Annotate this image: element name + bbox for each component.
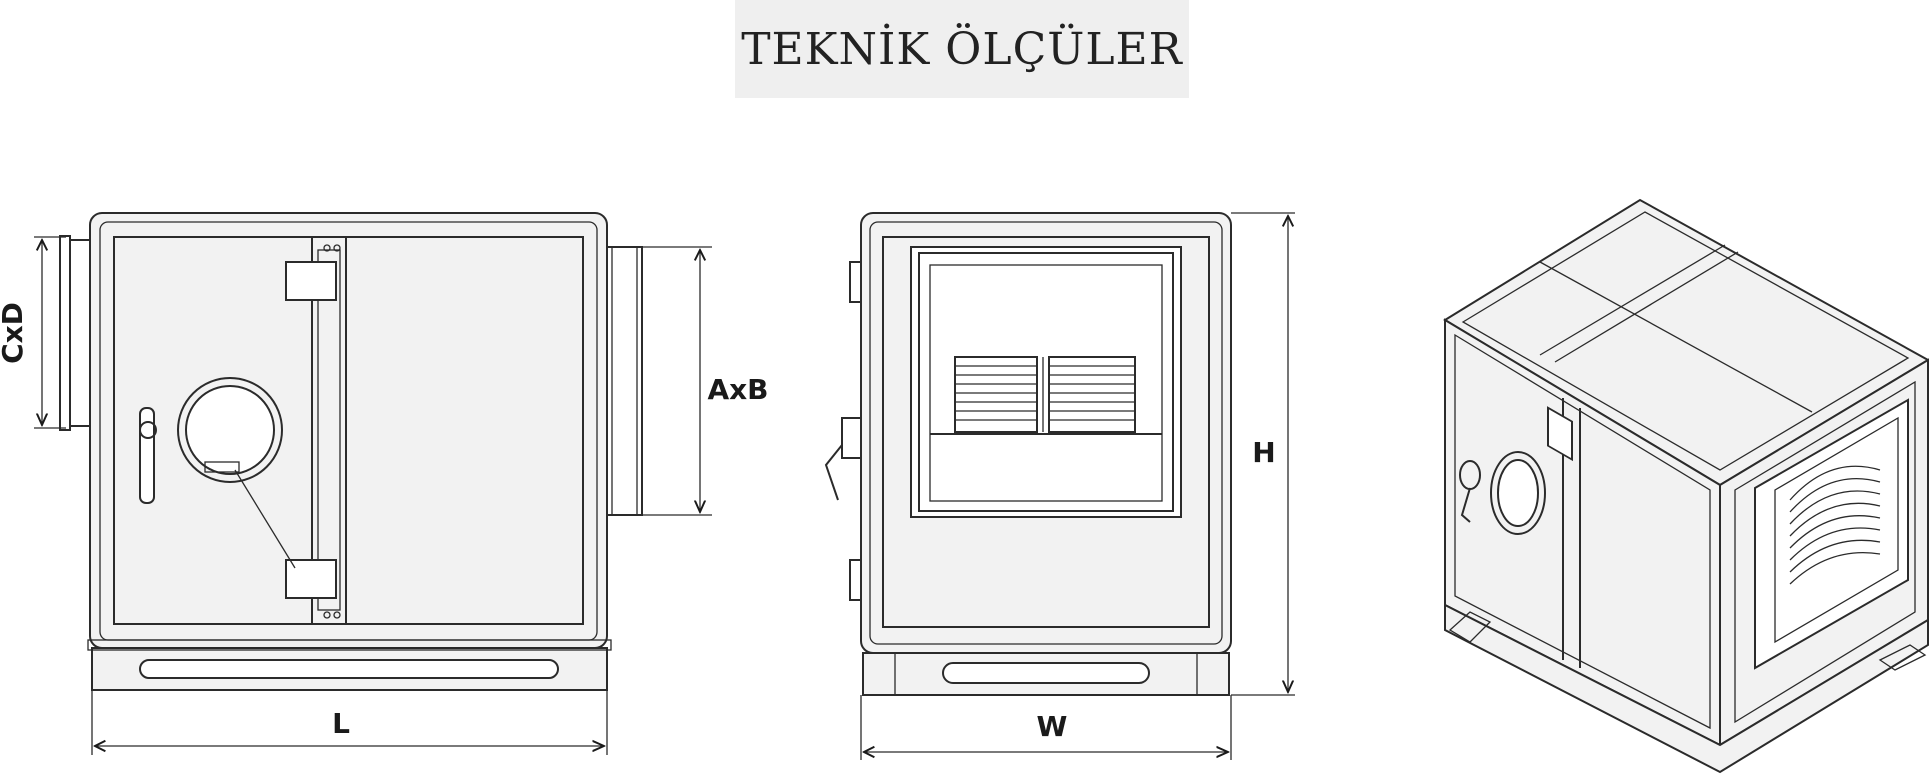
isometric-view <box>1443 198 1929 774</box>
dim-axb: AxB <box>642 246 769 516</box>
label-w: W <box>1037 710 1068 743</box>
label-h: H <box>1252 436 1275 469</box>
page-title: TEKNİK ÖLÇÜLER <box>741 23 1183 75</box>
dim-cxd: CxD <box>0 236 66 429</box>
front-view <box>824 212 1232 696</box>
dim-w: W <box>860 695 1232 760</box>
label-axb: AxB <box>707 373 768 406</box>
label-cxd: CxD <box>0 302 29 364</box>
side-view <box>59 212 643 691</box>
dim-l: L <box>91 690 608 755</box>
label-l: L <box>332 707 350 740</box>
title-banner: TEKNİK ÖLÇÜLER <box>735 0 1189 98</box>
dim-h: H <box>1231 212 1295 696</box>
